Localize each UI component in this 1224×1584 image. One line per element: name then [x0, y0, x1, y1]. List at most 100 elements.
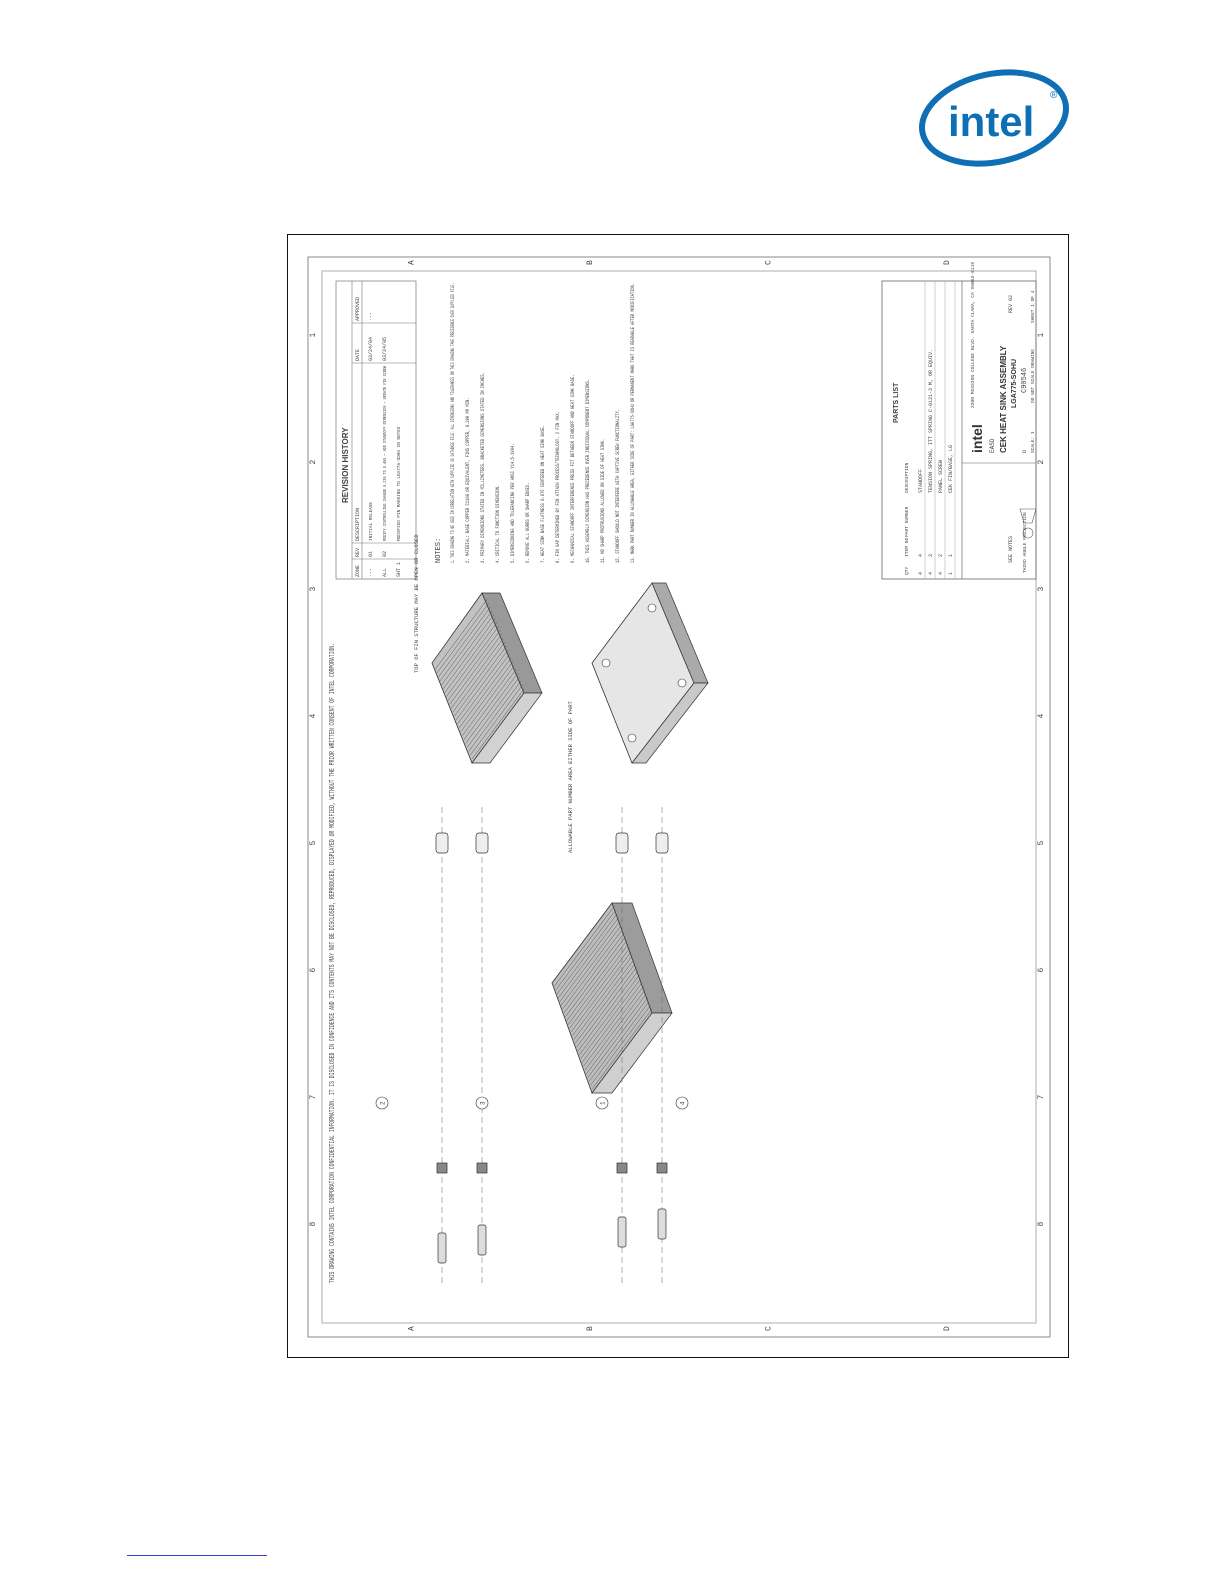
grid-column-label: 3 [1037, 587, 1046, 592]
parts-cell: PANEL SCREW [938, 460, 944, 493]
parts-cell: 3 [928, 554, 934, 557]
grid-row-label: B [586, 260, 595, 265]
parts-cell: 4 [938, 572, 944, 575]
registered-mark: ® [1050, 90, 1058, 101]
parts-cell: STANDOFF [918, 469, 924, 493]
intel-logo-wordmark: intel [948, 98, 1034, 145]
fin-structure-annotation: TOP OF FIN STRUCTURE MAY BE OPEN OR CLOS… [413, 534, 420, 673]
grid-column-label: 7 [309, 1095, 318, 1100]
drawing-subtitle: LGA775-SOHU [1011, 359, 1018, 408]
projection-symbol [1019, 508, 1037, 539]
parts-cell: 2 [938, 554, 944, 557]
note-item: 3. PRIMARY DIMENSIONS STATED IN MILLIMET… [480, 372, 486, 563]
scale: SCALE: 1 [1030, 431, 1036, 453]
note-item: 11. NO SHARP PROTRUSIONS ALLOWED ON SIDE… [600, 439, 606, 563]
grid-column-label: 4 [1037, 714, 1046, 719]
note-item: 5. DIMENSIONING AND TOLERANCING PER ANSI… [510, 443, 516, 563]
revision-cell: --- [368, 568, 374, 577]
parts-header: QTY [904, 566, 910, 575]
revision-header: DATE [355, 349, 361, 361]
grid-column-label: 2 [1037, 460, 1046, 465]
drawing-number: C90546 [1021, 368, 1029, 393]
note-item: 12. STANDOFF SHOULD NOT INTERFERE WITH C… [615, 409, 621, 563]
grid-column-label: 8 [1037, 1222, 1046, 1227]
item-balloon [595, 1096, 609, 1110]
notes-block: NOTES: 1. THIS DRAWING TO BE USED IN COR… [435, 283, 636, 563]
part-number-area-annotation: ALLOWABLE PART NUMBER AREA EITHER SIDE O… [567, 700, 574, 853]
note-item: 1. THIS DRAWING TO BE USED IN CORRELATIO… [450, 283, 456, 563]
grid-column-label: 8 [309, 1222, 318, 1227]
rotated-sheet: THIS DRAWING CONTAINS INTEL CORPORATION … [329, 262, 1037, 1283]
parts-header: DESCRIPTION [904, 462, 910, 493]
item-balloon-label: 1 [600, 1101, 607, 1105]
note-item: 4. CRITICAL TO FUNCTION DIMENSION. [495, 485, 501, 563]
see-notes: SEE NOTES [1008, 536, 1014, 563]
grid-column-label: 1 [1037, 333, 1046, 338]
confidential-note: THIS DRAWING CONTAINS INTEL CORPORATION … [329, 643, 337, 1283]
grid-column-label: 3 [309, 587, 318, 592]
item-balloon [475, 1096, 489, 1110]
drawing-title: CEK HEAT SINK ASSEMBLY [999, 345, 1008, 453]
revision-header: REV [355, 548, 361, 557]
sheet-number: SHEET 1 OF 4 [1030, 290, 1036, 323]
revision-cell: SHT 1 [396, 562, 402, 577]
revision-cell: ALL [382, 568, 388, 577]
sheet-inner-border [321, 270, 1037, 1324]
notes-title: NOTES: [435, 538, 443, 563]
third-angle-projection: THIRD ANGLE PROJECTION [1022, 512, 1028, 573]
item-balloon-label: 3 [480, 1101, 487, 1105]
revision-cell: 01 [368, 551, 374, 557]
revision-history-table: REVISION HISTORY ZONEREVDESCRIPTIONDATEA… [335, 280, 417, 580]
grid-column-label: 5 [309, 841, 318, 846]
grid-row-label: D [943, 1326, 952, 1331]
grid-row-label: D [943, 260, 952, 265]
title-block-logo: intel [969, 424, 985, 453]
note-item: 9. MECHANICAL STANDOFF INTERFERENCE PRES… [570, 374, 576, 563]
note-item: 6. REMOVE ALL BURRS OR SHARP EDGES. [525, 483, 531, 564]
parts-cell: 1 [948, 554, 954, 557]
item-balloon-label: 2 [380, 1101, 387, 1105]
revision-cell: 03/24/05 [382, 337, 388, 361]
revision-cell: MODIFY CONTROLLING CHANGE 0.235 TO 0.465… [383, 366, 388, 541]
note-item: 13. MARK PART NUMBER IN ALLOWABLE AREA, … [630, 283, 636, 563]
note-item: 7. HEAT SINK BASE FLATNESS 0.076 CENTERE… [540, 425, 546, 563]
item-balloon-label: 4 [680, 1101, 687, 1105]
parts-cell: 4 [918, 554, 924, 557]
parts-cell: 4 [918, 572, 924, 575]
grid-row-label: B [586, 1326, 595, 1331]
isometric-bottom-view [591, 582, 709, 764]
grid-row-label: A [407, 260, 416, 265]
grid-column-label: 6 [1037, 968, 1046, 973]
sheet-size: D [1022, 450, 1028, 453]
item-balloon [675, 1096, 689, 1110]
company-address: 2200 MISSION COLLEGE BLVD. SANTA CLARA, … [970, 262, 976, 408]
item-balloon [375, 1096, 389, 1110]
grid-row-label: A [407, 1326, 416, 1331]
note-item: 8. FIN GAP DETERMINED BY FIN ATTACH PROC… [555, 411, 561, 563]
parts-header: ITEM NO [904, 537, 910, 557]
exploded-assembly-view: 2 3 1 4 [375, 803, 689, 1283]
grid-column-label: 2 [309, 460, 318, 465]
parts-cell: 1 [948, 572, 954, 575]
sheet-border [307, 256, 1051, 1338]
revision-cell: INITIAL RELEASE [369, 502, 374, 541]
revision-header: ZONE [355, 565, 361, 577]
revision-cell: 02 [382, 551, 388, 557]
grid-column-label: 1 [309, 333, 318, 338]
note-item: 10. THIS ASSEMBLY DIMENSION HAS PRECEDEN… [585, 379, 591, 563]
grid-row-label: C [764, 1326, 773, 1331]
grid-column-label: 7 [1037, 1095, 1046, 1100]
isometric-top-view: TOP OF FIN STRUCTURE MAY BE OPEN OR CLOS… [413, 534, 574, 853]
parts-cell: CEK FIN/BASE, LG [948, 445, 954, 493]
revision-cell: MODIFIED PIN MARKING TO LGA775-SOHU IN N… [397, 426, 402, 541]
grid-column-label: 4 [309, 714, 318, 719]
grid-column-label: 5 [1037, 841, 1046, 846]
revision-cell: 03/24/04 [368, 337, 374, 361]
parts-header: PART NUMBER [904, 506, 910, 537]
revision: REV 02 [1008, 295, 1014, 313]
parts-cell: TENSION SPRING, ITT SPRING C-0121-3 M, O… [928, 349, 934, 493]
